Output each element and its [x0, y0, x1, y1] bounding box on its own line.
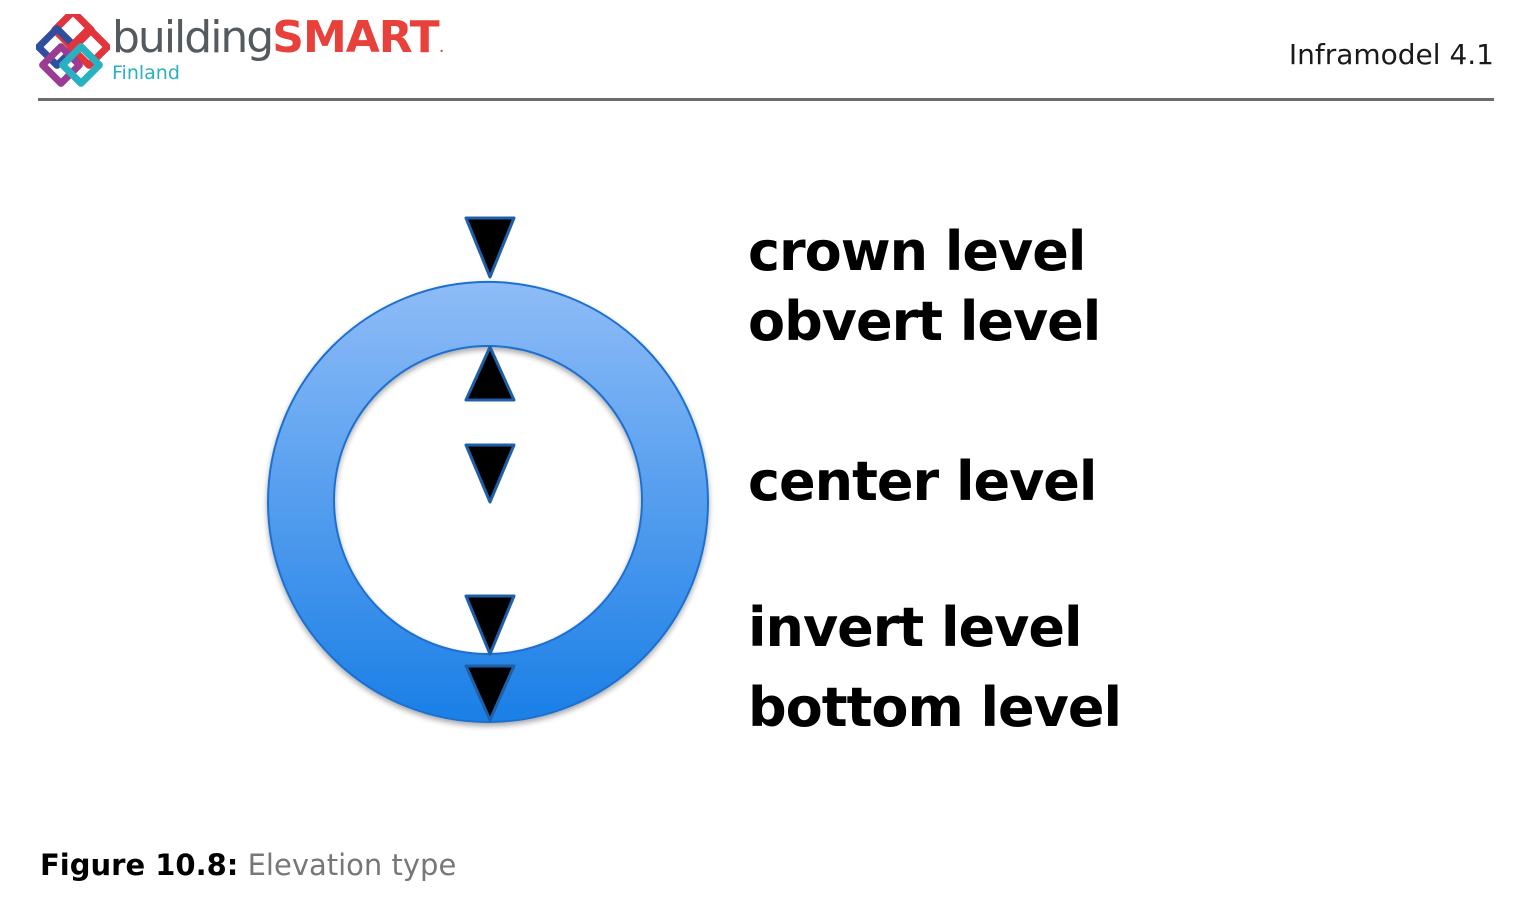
- crown-level-marker: [464, 216, 516, 279]
- bottom-level-marker: [464, 664, 516, 722]
- figure-number: Figure 10.8:: [40, 848, 239, 882]
- logo-wordmark: buildingSMART.: [112, 12, 445, 73]
- crown-level-label: crown level: [748, 220, 1086, 283]
- header-divider: [38, 98, 1494, 101]
- page-header: buildingSMART. Finland Inframodel 4.1: [0, 0, 1514, 110]
- figure-caption: Figure 10.8: Elevation type: [40, 848, 456, 882]
- obvert-level-label: obvert level: [748, 290, 1101, 353]
- invert-level-label: invert level: [748, 596, 1082, 659]
- buildingsmart-logo-icon: [36, 14, 110, 87]
- document-version: Inframodel 4.1: [1288, 38, 1494, 71]
- invert-level-marker: [464, 594, 516, 656]
- logo-dot: .: [438, 36, 445, 57]
- pipe-ring: [266, 281, 710, 723]
- logo-word-building: building: [112, 12, 274, 63]
- logo-word-smart: SMART: [272, 12, 439, 63]
- center-level-marker: [464, 443, 516, 504]
- logo-subtitle: Finland: [112, 62, 180, 84]
- buildingsmart-logo: buildingSMART. Finland: [36, 10, 444, 94]
- obvert-level-marker: [464, 345, 516, 402]
- center-level-label: center level: [748, 450, 1097, 513]
- bottom-level-label: bottom level: [748, 676, 1122, 739]
- figure-title: Elevation type: [247, 848, 457, 882]
